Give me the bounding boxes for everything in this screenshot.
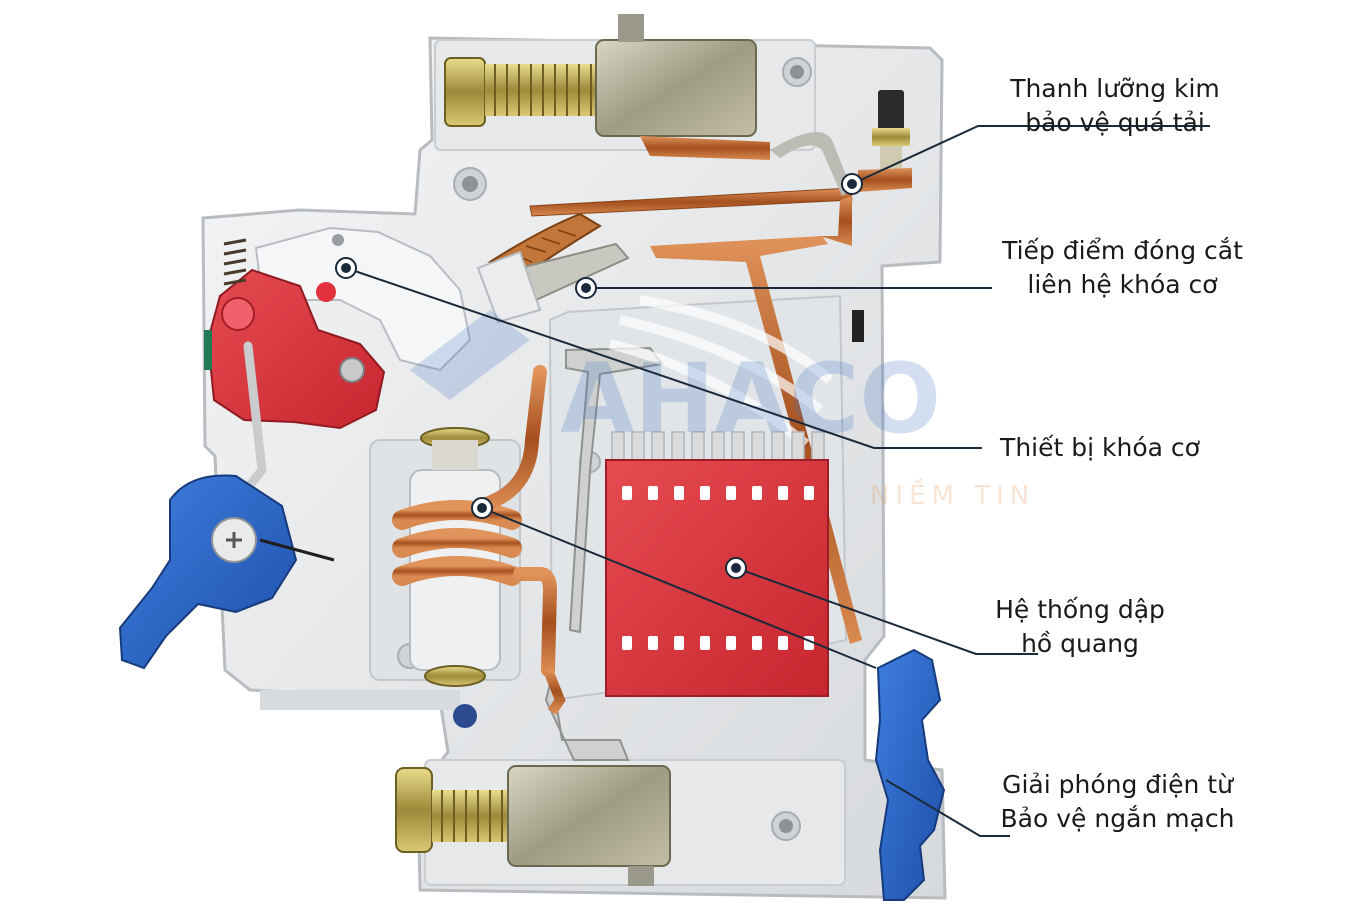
callout-lock: Thiết bị khóa cơ <box>985 431 1215 465</box>
callout-contact: Tiếp điểm đóng cắt liên hệ khóa cơ <box>985 234 1260 302</box>
watermark-tagline: NIỀM TIN <box>870 476 1035 511</box>
callout-magnetic: Giải phóng điện từ Bảo vệ ngắn mạch <box>985 768 1250 836</box>
callout-contact-line2: liên hệ khóa cơ <box>1027 270 1218 299</box>
leader-lines <box>345 125 1210 837</box>
top-terminal <box>444 14 770 160</box>
callout-magnetic-line1: Giải phóng điện từ <box>1002 770 1233 799</box>
operating-handle <box>118 341 335 670</box>
copper-busbar <box>650 196 862 644</box>
callout-overload: Thanh lưỡng kim bảo vệ quá tải <box>990 72 1240 140</box>
moving-contact <box>476 242 630 324</box>
solenoid-coil <box>392 365 558 687</box>
callout-magnetic-line2: Bảo vệ ngắn mạch <box>1000 804 1235 833</box>
callout-lock-line1: Thiết bị khóa cơ <box>1000 433 1200 462</box>
callout-contact-line1: Tiếp điểm đóng cắt <box>1002 236 1243 265</box>
bottom-terminal <box>395 765 671 886</box>
callout-arc-line2: hồ quang <box>1021 629 1139 658</box>
leader-dots <box>335 173 863 579</box>
callout-arc: Hệ thống dập hồ quang <box>975 593 1185 661</box>
magnetic-release-slider <box>874 648 946 901</box>
callout-overload-line1: Thanh lưỡng kim <box>1010 74 1220 103</box>
arc-chute <box>605 295 834 697</box>
callout-overload-line2: bảo vệ quá tải <box>1025 108 1205 137</box>
spring <box>223 238 247 286</box>
callout-arc-line1: Hệ thống dập <box>995 595 1165 624</box>
